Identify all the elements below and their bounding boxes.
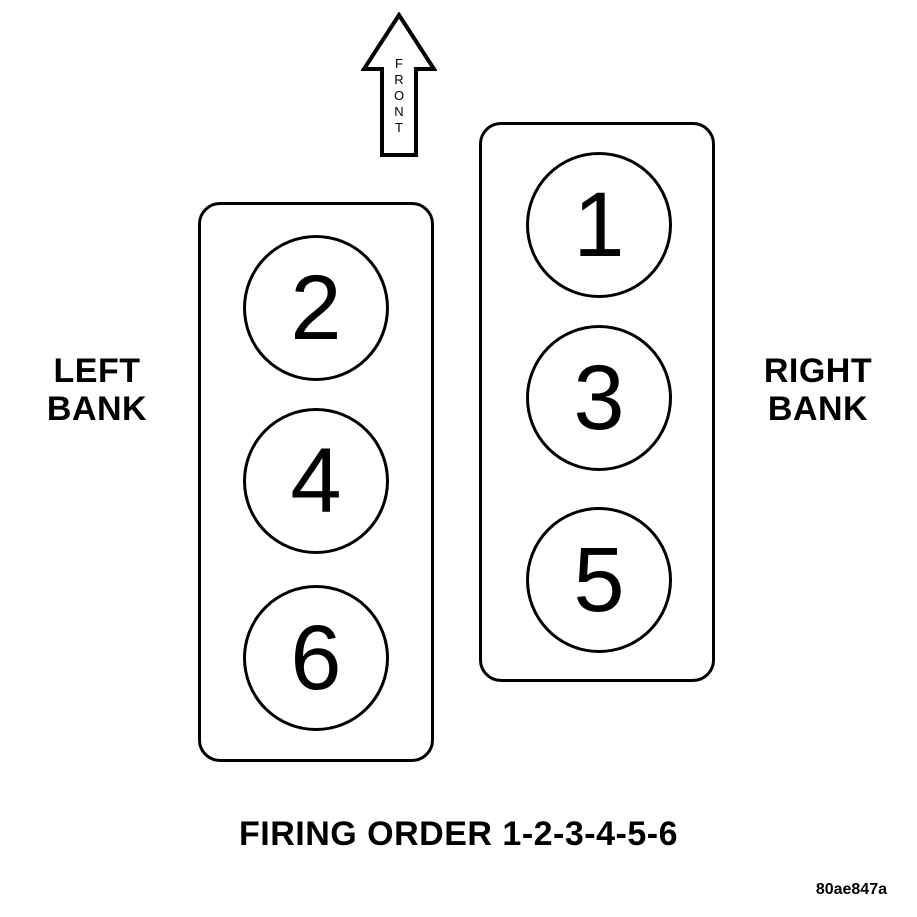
cylinder-6: 6 bbox=[243, 585, 389, 731]
cylinder-1: 1 bbox=[526, 152, 672, 298]
front-letter: R bbox=[394, 72, 404, 87]
front-letter: N bbox=[394, 104, 404, 119]
right-bank-label: RIGHT BANK bbox=[756, 352, 880, 428]
front-letter: F bbox=[395, 56, 403, 71]
left-bank-label: LEFT BANK bbox=[36, 352, 158, 428]
front-letter: O bbox=[393, 88, 405, 103]
left-bank-label-line1: LEFT bbox=[53, 352, 141, 390]
firing-order-caption: FIRING ORDER 1-2-3-4-5-6 bbox=[239, 815, 678, 853]
cylinder-5: 5 bbox=[526, 507, 672, 653]
left-bank-block: 2 4 6 bbox=[198, 202, 434, 762]
cylinder-4: 4 bbox=[243, 408, 389, 554]
left-bank-label-line2: BANK bbox=[46, 390, 148, 428]
right-bank-label-line1: RIGHT bbox=[763, 352, 873, 390]
right-bank-label-line2: BANK bbox=[767, 390, 869, 428]
right-bank-block: 1 3 5 bbox=[479, 122, 715, 682]
cylinder-3: 3 bbox=[526, 325, 672, 471]
cylinder-2: 2 bbox=[243, 235, 389, 381]
front-label: F R O N T bbox=[378, 56, 420, 136]
front-arrow-icon bbox=[361, 12, 437, 157]
figure-id: 80ae847a bbox=[815, 881, 887, 898]
front-letter: T bbox=[395, 120, 403, 135]
